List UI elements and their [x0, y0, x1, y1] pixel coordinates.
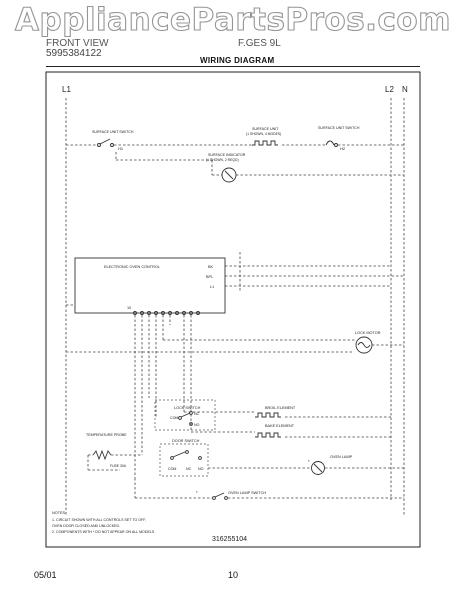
page-number: 10 [228, 570, 239, 580]
ctrl-pin-count: 10 [127, 306, 131, 310]
label-l2: L2 [385, 85, 394, 94]
surface-indicator-lamp-x [224, 170, 234, 180]
label-oven-lamp: OVEN LAMP [330, 455, 353, 459]
label-bake-element: BAKE ELEMENT [265, 424, 295, 428]
terminal-h2: H2 [340, 146, 346, 151]
ctrl-terminal-bpl: BPL [206, 275, 213, 279]
label-broil-element: BROIL ELEMENT [265, 406, 296, 410]
oven-lamp-symbol [311, 461, 325, 475]
terminal-h1: H1 [118, 146, 124, 151]
label-surface-switch-left: SURFACE UNIT SWITCH [92, 130, 134, 134]
temp-probe-symbol [92, 449, 112, 461]
broil-element-symbol [255, 412, 281, 418]
diagram-frame [45, 71, 421, 548]
ctrl-terminal-l1: L1 [210, 285, 214, 289]
door-switch-symbol [170, 450, 202, 460]
ctrl-terminal-bk: BK [208, 265, 214, 269]
label-surface-switch-right: SURFACE UNIT SWITCH [318, 126, 360, 130]
note-1: 1. CIRCUIT SHOWN WITH ALL CONTROLS SET T… [52, 518, 146, 522]
label-door-switch: DOOR SWITCH [172, 439, 200, 443]
oven-lamp-asterisk: * [308, 459, 310, 464]
label-oven-lamp-switch: OVEN LAMP SWITCH [228, 491, 266, 495]
lock-switch-nc: NC [194, 412, 200, 416]
model-number: F.GES 9L [238, 38, 281, 49]
label-surface-indicator-note: (1 SHOWN, 2 REQD) [206, 158, 239, 162]
door-switch-box [159, 443, 209, 477]
surface-unit-element [252, 140, 278, 146]
lock-switch-box [154, 399, 216, 431]
label-surface-indicator: SURFACE INDICATOR [208, 153, 246, 157]
door-switch-com: COM [168, 467, 176, 471]
diagram-heading: WIRING DIAGRAM [200, 56, 275, 65]
lock-switch-com: COM [170, 416, 178, 420]
label-fuse: FUSE 30A [110, 464, 127, 468]
oven-control-pins [133, 311, 200, 315]
label-surface-unit-note: (1 SHOWN, 4 MODES) [246, 132, 281, 136]
oven-lamp-x [313, 463, 323, 473]
door-switch-nc: NC [186, 467, 192, 471]
notes-title: NOTES: [52, 511, 66, 515]
lamp-switch-asterisk: * [196, 490, 198, 495]
lock-switch-no: NO [194, 423, 200, 427]
bake-element-symbol [255, 432, 281, 438]
lock-switch-symbol [178, 411, 193, 426]
label-l1: L1 [62, 85, 71, 94]
label-temp-probe: TEMPERATURE PROBE [86, 433, 127, 437]
footer-date: 05/01 [34, 570, 57, 580]
label-oven-control: ELECTRONIC OVEN CONTROL [104, 265, 160, 269]
oven-lamp-switch-symbol [212, 492, 228, 500]
label-lock-switch: LOCK SWITCH [174, 406, 201, 410]
label-n: N [402, 85, 408, 94]
document-title: FRONT VIEW [46, 38, 109, 49]
part-number: 5995384122 [46, 48, 102, 59]
note-2: 2. COMPONENTS WITH * DO NOT APPEAR ON AL… [52, 530, 155, 534]
heading-rule [46, 66, 420, 67]
surface-switch-right-symbol [325, 140, 338, 147]
door-switch-no: NO [198, 467, 204, 471]
label-lock-motor: LOCK MOTOR [355, 331, 381, 335]
note-1b: OVEN DOOR CLOSED AND UNLOCKED. [52, 524, 120, 528]
diagram-number: 316255104 [212, 536, 247, 543]
label-surface-unit: SURFACE UNIT [252, 127, 279, 131]
oven-control-box [74, 257, 226, 314]
lock-motor-coil [357, 342, 371, 348]
surface-switch-left-symbol [97, 138, 114, 147]
